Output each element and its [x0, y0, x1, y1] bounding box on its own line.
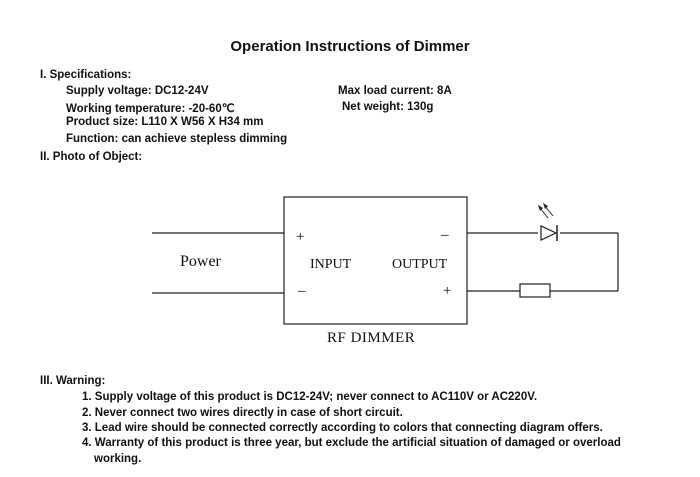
function: Function: can achieve stepless dimming [66, 133, 288, 145]
warning-item: working. [94, 453, 142, 465]
warning-item: 3. Lead wire should be connected correct… [82, 422, 603, 434]
photo-heading: II. Photo of Object: [40, 151, 143, 163]
warning-item: 4. Warranty of this product is three yea… [82, 437, 621, 449]
device-label: RF DIMMER [327, 330, 416, 346]
warning-heading: III. Warning: [40, 375, 106, 387]
output-minus-label: – [441, 227, 449, 243]
specifications-heading: I. Specifications: [40, 69, 132, 81]
page-title: Operation Instructions of Dimmer [230, 38, 470, 55]
supply-voltage: Supply voltage: DC12-24V [66, 85, 209, 97]
output-label: OUTPUT [392, 257, 448, 272]
warning-item: 1. Supply voltage of this product is DC1… [82, 391, 538, 403]
power-label: Power [180, 253, 221, 270]
net-weight: Net weight: 130g [342, 101, 434, 113]
input-plus-label: + [296, 229, 305, 245]
working-temperature: Working temperature: -20-60℃ [66, 103, 235, 115]
warning-item: 2. Never connect two wires directly in c… [82, 407, 403, 419]
input-minus-label: – [298, 283, 306, 299]
input-label: INPUT [310, 257, 352, 272]
output-plus-label: + [443, 283, 452, 299]
product-size: Product size: L110 X W56 X H34 mm [66, 116, 264, 128]
dimmer-box [283, 196, 468, 325]
resistor-icon [519, 283, 551, 298]
max-load-current: Max load current: 8A [338, 85, 452, 97]
led-icon [538, 203, 558, 241]
